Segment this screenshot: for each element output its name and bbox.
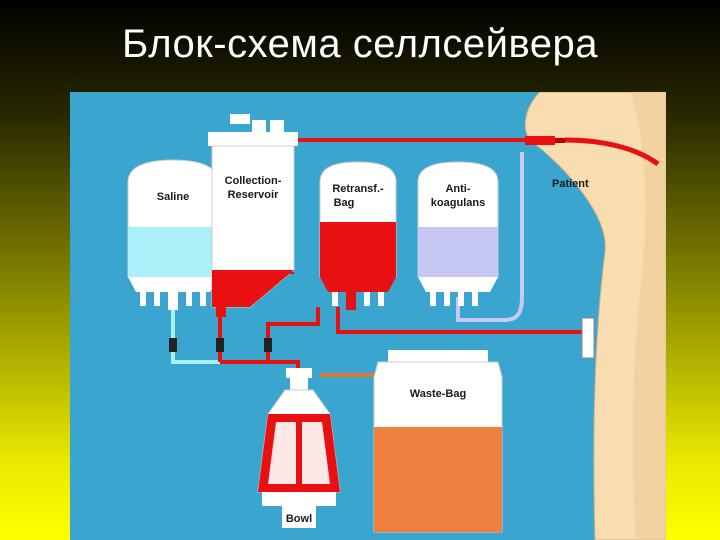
- cannula-tip: [555, 138, 565, 143]
- suction-tube: [276, 134, 530, 142]
- saline-label: Saline: [157, 191, 189, 203]
- patient-arm-shade: [630, 92, 666, 540]
- waste-label: Waste-Bag: [410, 388, 466, 400]
- retransfusion-bag: Retransf.- Bag: [319, 161, 397, 310]
- diagram-canvas: Saline Collection- Reservoir Retransf.-: [127, 92, 666, 540]
- collection-label-1: Collection-: [225, 175, 282, 187]
- retransfusion-to-manifold: [266, 307, 320, 362]
- clamp-reservoir: [216, 338, 224, 352]
- saline-tube: [171, 307, 298, 364]
- patient-iv-port: [581, 317, 595, 359]
- clamp-saline: [169, 338, 177, 352]
- retransfusion-label-2: Bag: [334, 197, 355, 209]
- saline-bag: Saline: [127, 159, 219, 310]
- slide-title: Блок-схема селлсейвера: [121, 22, 599, 66]
- patient-cannula: [525, 136, 555, 145]
- waste-bag: Waste-Bag: [373, 350, 503, 533]
- centrifuge-bowl: Bowl: [257, 368, 341, 528]
- anticoagulant-tube: [456, 152, 524, 322]
- anticoagulant-label-2: koagulans: [431, 197, 485, 209]
- cell-saver-diagram: Saline Collection- Reservoir Retransf.-: [70, 92, 666, 540]
- cannula-needle: [564, 137, 660, 167]
- bowl-label: Bowl: [286, 513, 312, 525]
- anticoagulant-bag: Anti- koagulans: [417, 161, 499, 306]
- patient-arm: [524, 92, 666, 540]
- clamp-retransfusion: [264, 338, 272, 352]
- collection-label-2: Reservoir: [228, 189, 279, 201]
- anticoagulant-label-1: Anti-: [445, 183, 470, 195]
- retransfusion-label-1: Retransf.-: [332, 183, 384, 195]
- patient-label: Patient: [552, 178, 589, 190]
- retransfusion-tube: [336, 307, 585, 334]
- collection-reservoir: Collection- Reservoir: [208, 114, 298, 317]
